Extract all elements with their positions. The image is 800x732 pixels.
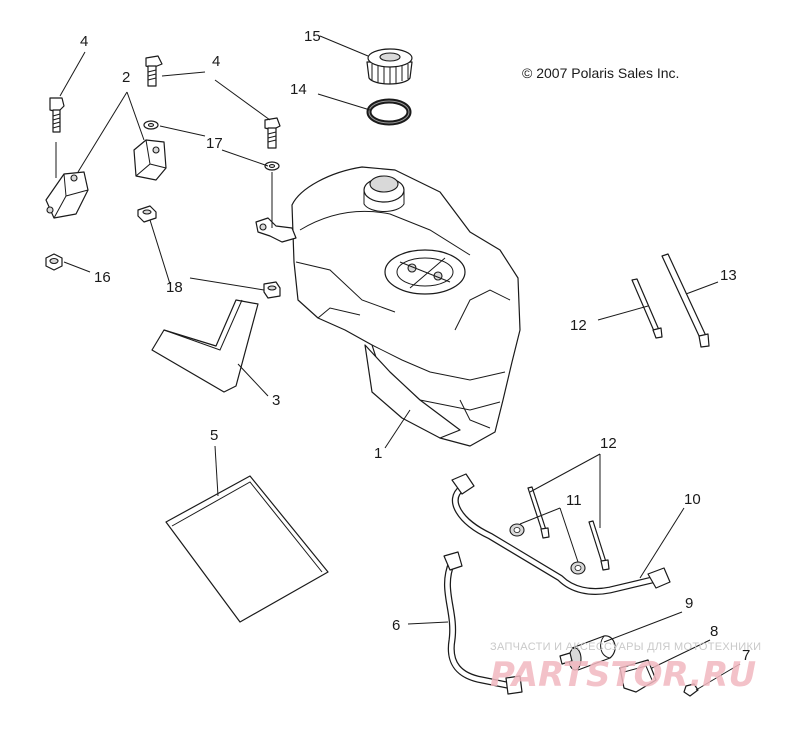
spacer-right — [263, 281, 281, 299]
watermark-logo: PARTSTOR.RU — [490, 655, 756, 695]
callout-17: 17 — [206, 135, 223, 152]
bolt-right — [264, 117, 281, 149]
callout-7: 7 — [742, 647, 750, 664]
washer-left — [143, 120, 159, 130]
callout-13: 13 — [720, 267, 737, 284]
bolt-top — [145, 55, 163, 87]
callout-10: 10 — [684, 491, 701, 508]
callout-8: 8 — [710, 623, 718, 640]
fuel-tank — [255, 166, 521, 447]
washer-right — [264, 161, 280, 171]
callout-5: 5 — [210, 427, 218, 444]
callout-6: 6 — [392, 617, 400, 634]
fuel-filter — [559, 635, 616, 671]
watermark-caption: ЗАПЧАСТИ И АКСЕССУАРЫ ДЛЯ МОТОТЕХНИКИ — [490, 641, 761, 653]
clamp-a — [509, 523, 525, 537]
spacer-left — [137, 205, 157, 223]
watermark: ЗАПЧАСТИ И АКСЕССУАРЫ ДЛЯ МОТОТЕХНИКИ PA… — [490, 641, 761, 695]
callout-11: 11 — [566, 492, 582, 509]
callout-1: 1 — [374, 445, 382, 462]
bolt-left — [49, 97, 65, 133]
callout-16: 16 — [94, 269, 111, 286]
filter-clip — [619, 659, 657, 693]
cap-gasket — [366, 98, 412, 126]
callout-2: 2 — [122, 69, 130, 86]
strap-upper — [631, 278, 663, 339]
callout-9: 9 — [685, 595, 693, 612]
screw — [683, 683, 699, 697]
callout-15: 15 — [304, 28, 321, 45]
bracket-left — [45, 171, 89, 219]
callout-3: 3 — [272, 392, 280, 409]
strap-lower-a — [527, 486, 550, 539]
leader-lines — [55, 35, 741, 691]
callout-4-right: 4 — [212, 53, 220, 70]
callout-12-lower: 12 — [600, 435, 617, 452]
nut — [45, 253, 63, 271]
bracket-right — [133, 139, 167, 181]
fuel-line-lower — [443, 551, 523, 695]
copyright-text: © 2007 Polaris Sales Inc. — [522, 65, 679, 81]
fuel-cap — [366, 48, 413, 85]
callout-14: 14 — [290, 81, 307, 98]
clamp-b — [570, 561, 586, 575]
callout-12-upper: 12 — [570, 317, 587, 334]
callout-labels: 4 2 4 17 16 18 3 5 1 15 14 12 13 12 11 1… — [80, 28, 750, 664]
fuel-line-upper — [451, 473, 671, 595]
strap-long — [661, 253, 710, 348]
callout-4-left: 4 — [80, 33, 88, 50]
strap-lower-b — [588, 520, 610, 571]
callout-18: 18 — [166, 279, 183, 296]
pad — [151, 299, 259, 393]
pad-flat — [165, 475, 329, 623]
